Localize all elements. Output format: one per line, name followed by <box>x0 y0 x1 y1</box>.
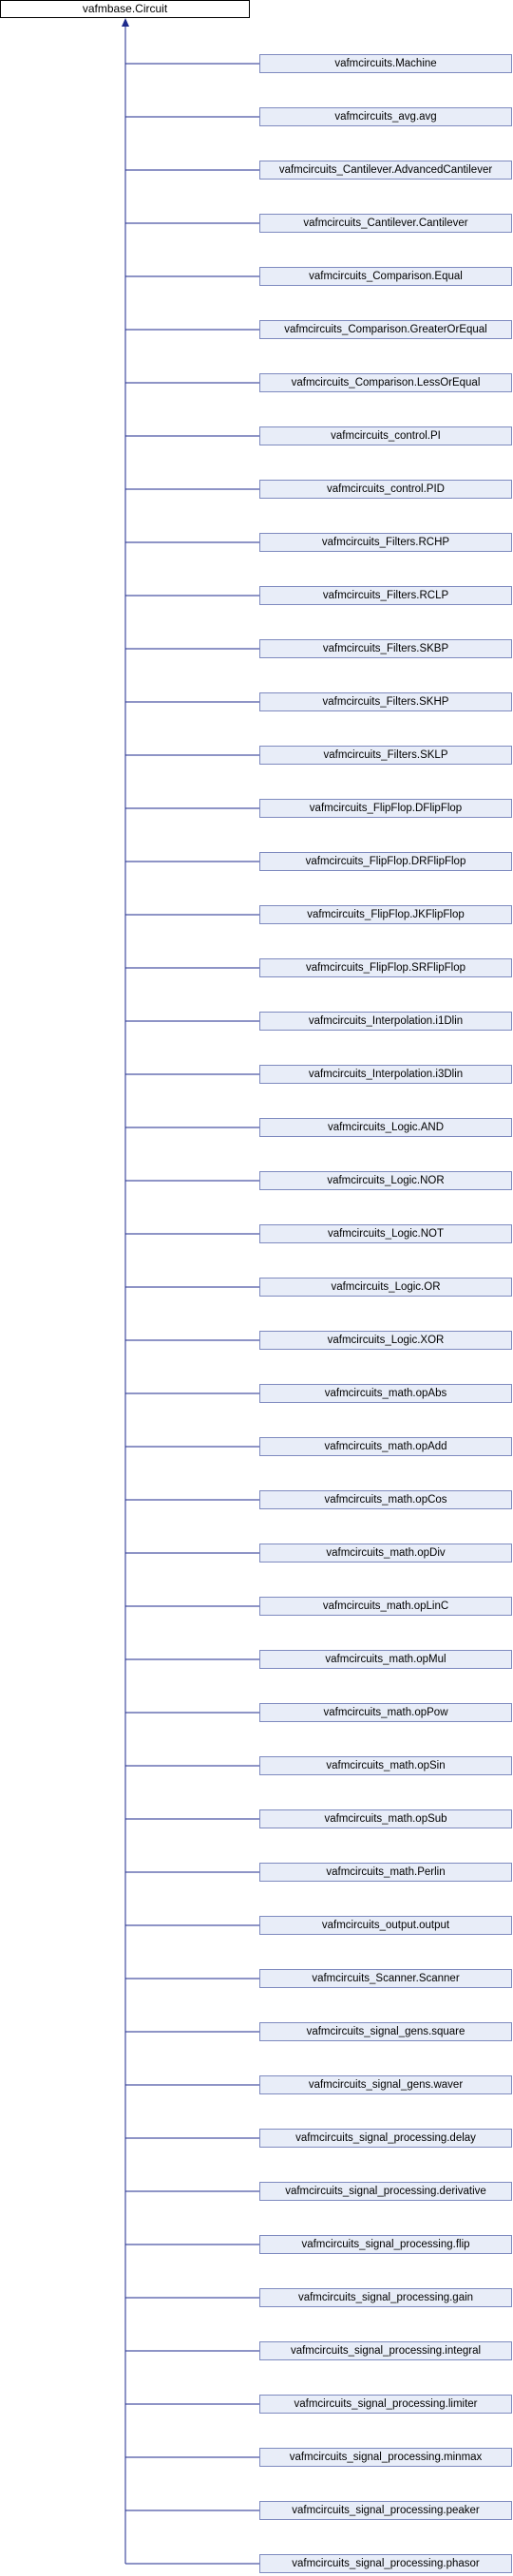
subclass-node[interactable]: vafmcircuits_signal_gens.square <box>259 2022 512 2041</box>
subclass-node[interactable]: vafmcircuits_Filters.RCHP <box>259 533 512 552</box>
subclass-node[interactable]: vafmcircuits_Comparison.Equal <box>259 267 512 286</box>
subclass-node[interactable]: vafmcircuits_signal_processing.flip <box>259 2235 512 2254</box>
subclass-node[interactable]: vafmcircuits_Filters.RCLP <box>259 586 512 605</box>
subclass-node[interactable]: vafmcircuits_signal_processing.limiter <box>259 2395 512 2414</box>
subclass-node[interactable]: vafmcircuits_Scanner.Scanner <box>259 1969 512 1988</box>
subclass-node[interactable]: vafmcircuits_math.opCos <box>259 1490 512 1509</box>
subclass-node[interactable]: vafmcircuits_control.PID <box>259 480 512 499</box>
subclass-node[interactable]: vafmcircuits_signal_processing.phasor <box>259 2554 512 2573</box>
subclass-node[interactable]: vafmcircuits_FlipFlop.JKFlipFlop <box>259 905 512 924</box>
subclass-node[interactable]: vafmcircuits_math.opPow <box>259 1703 512 1722</box>
subclass-node[interactable]: vafmcircuits_math.opDiv <box>259 1544 512 1563</box>
subclass-node[interactable]: vafmcircuits_signal_gens.waver <box>259 2075 512 2094</box>
subclass-node[interactable]: vafmcircuits_FlipFlop.DFlipFlop <box>259 799 512 818</box>
subclass-node[interactable]: vafmcircuits_signal_processing.derivativ… <box>259 2182 512 2201</box>
subclass-node[interactable]: vafmcircuits_control.PI <box>259 426 512 445</box>
subclass-node[interactable]: vafmcircuits_output.output <box>259 1916 512 1935</box>
subclass-node[interactable]: vafmcircuits_Logic.NOT <box>259 1224 512 1243</box>
subclass-node[interactable]: vafmcircuits.Machine <box>259 54 512 73</box>
subclass-node[interactable]: vafmcircuits_FlipFlop.SRFlipFlop <box>259 958 512 977</box>
subclass-node[interactable]: vafmcircuits_Cantilever.AdvancedCantilev… <box>259 161 512 180</box>
subclass-node[interactable]: vafmcircuits_Interpolation.i1Dlin <box>259 1012 512 1031</box>
branch-lines <box>125 63 259 2565</box>
inheritance-arrowhead <box>122 18 129 27</box>
subclass-node[interactable]: vafmcircuits_Filters.SKHP <box>259 692 512 711</box>
subclass-node[interactable]: vafmcircuits_signal_processing.integral <box>259 2341 512 2360</box>
subclass-node[interactable]: vafmcircuits_math.Perlin <box>259 1863 512 1882</box>
subclass-node[interactable]: vafmcircuits_Comparison.LessOrEqual <box>259 373 512 392</box>
subclass-node[interactable]: vafmcircuits_signal_processing.peaker <box>259 2501 512 2520</box>
subclass-node[interactable]: vafmcircuits_math.opAdd <box>259 1437 512 1456</box>
subclass-node[interactable]: vafmcircuits_math.opLinC <box>259 1597 512 1616</box>
subclass-node[interactable]: vafmcircuits_signal_processing.delay <box>259 2129 512 2148</box>
subclass-node[interactable]: vafmcircuits_Filters.SKLP <box>259 746 512 765</box>
subclass-node[interactable]: vafmcircuits_Cantilever.Cantilever <box>259 214 512 233</box>
subclass-node[interactable]: vafmcircuits_Logic.OR <box>259 1278 512 1297</box>
subclass-node[interactable]: vafmcircuits_avg.avg <box>259 107 512 126</box>
subclass-node[interactable]: vafmcircuits_Interpolation.i3Dlin <box>259 1065 512 1084</box>
subclass-node[interactable]: vafmcircuits_math.opMul <box>259 1650 512 1669</box>
subclass-node[interactable]: vafmcircuits_Comparison.GreaterOrEqual <box>259 320 512 339</box>
subclass-node[interactable]: vafmcircuits_math.opAbs <box>259 1384 512 1403</box>
subclass-node[interactable]: vafmcircuits_Logic.XOR <box>259 1331 512 1350</box>
subclass-node[interactable]: vafmcircuits_FlipFlop.DRFlipFlop <box>259 852 512 871</box>
subclass-node[interactable]: vafmcircuits_signal_processing.gain <box>259 2288 512 2307</box>
subclass-node[interactable]: vafmcircuits_Logic.AND <box>259 1118 512 1137</box>
base-class-node[interactable]: vafmbase.Circuit <box>0 0 250 18</box>
subclass-node[interactable]: vafmcircuits_signal_processing.minmax <box>259 2448 512 2467</box>
subclass-node[interactable]: vafmcircuits_Logic.NOR <box>259 1171 512 1190</box>
subclass-node[interactable]: vafmcircuits_math.opSin <box>259 1756 512 1775</box>
subclass-node[interactable]: vafmcircuits_math.opSub <box>259 1809 512 1828</box>
subclass-node[interactable]: vafmcircuits_Filters.SKBP <box>259 639 512 658</box>
